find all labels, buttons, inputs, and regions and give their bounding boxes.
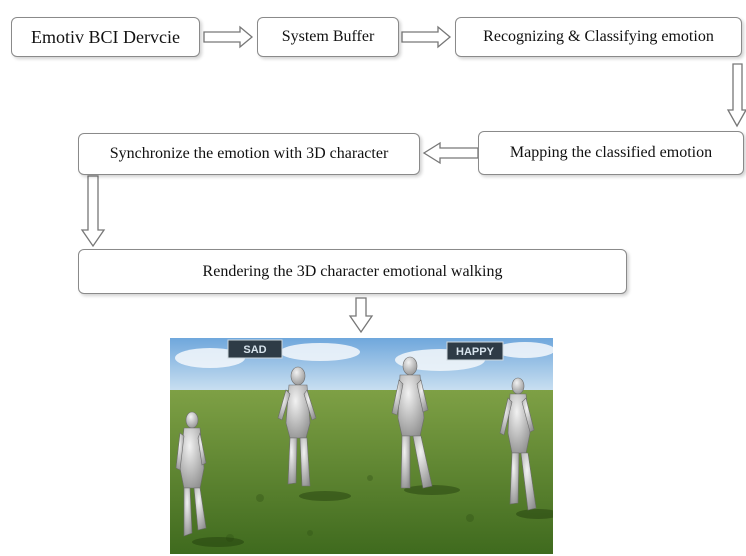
label-happy-text: HAPPY	[456, 346, 495, 358]
grass-field	[170, 390, 553, 554]
node-emotiv-device: Emotiv BCI Dervcie	[11, 17, 200, 57]
arrow-emotiv-to-buffer	[203, 25, 254, 49]
arrow-recognize-to-mapping	[726, 63, 746, 128]
node-mapping-emotion: Mapping the classified emotion	[478, 131, 744, 175]
arrow-mapping-to-sync	[422, 141, 479, 165]
node-system-buffer: System Buffer	[257, 17, 399, 57]
character-3	[391, 356, 433, 489]
label-sad-badge: SAD	[227, 339, 283, 359]
arrow-render-to-scene	[348, 297, 374, 334]
label-happy-badge: HAPPY	[446, 341, 504, 361]
node-synchronize-character: Synchronize the emotion with 3D characte…	[78, 133, 420, 175]
label-sad-text: SAD	[243, 344, 266, 356]
arrow-sync-to-render	[80, 175, 106, 248]
node-rendering-walking: Rendering the 3D character emotional wal…	[78, 249, 627, 294]
node-recognizing-classifying: Recognizing & Classifying emotion	[455, 17, 742, 57]
character-scene-image: SAD HAPPY	[170, 338, 553, 554]
character-2	[277, 366, 317, 487]
character-1	[175, 411, 207, 537]
character-4	[499, 377, 537, 511]
arrow-buffer-to-recognize	[401, 25, 452, 49]
